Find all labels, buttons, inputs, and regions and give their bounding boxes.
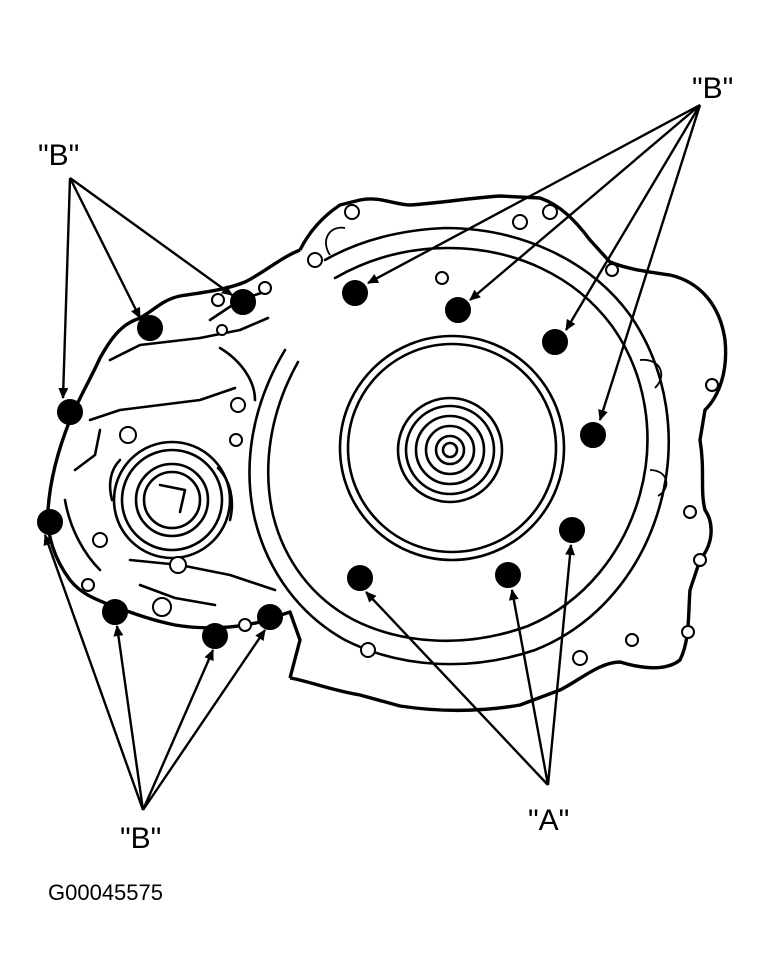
bolt-b [57, 399, 83, 425]
bolt-b [580, 422, 606, 448]
pointer-lines-bottom-right-a [365, 544, 576, 786]
label-b-top-left: "B" [38, 139, 79, 172]
bolt-b [342, 280, 368, 306]
bolt-b [37, 509, 63, 535]
bolt-a [495, 562, 521, 588]
bolt-b [257, 604, 283, 630]
bolt-b [137, 315, 163, 341]
bolt-b [230, 289, 256, 315]
housing-holes [81, 204, 719, 666]
bolt-b [542, 329, 568, 355]
pointer-lines-top-right-b [367, 103, 702, 421]
bolt-b [102, 599, 128, 625]
bolt-a [559, 517, 585, 543]
converter-area [338, 334, 566, 562]
left-case [46, 248, 302, 679]
bell-housing [248, 194, 728, 713]
figure-code: G00045575 [48, 880, 163, 905]
bolt-b [202, 623, 228, 649]
pointer-lines-top-left-b [58, 177, 233, 399]
label-b-top-right: "B" [692, 72, 733, 105]
bolt-a [347, 565, 373, 591]
pointer-lines-bottom-left-b [43, 534, 266, 811]
bolt-b [445, 297, 471, 323]
label-b-bottom-left: "B" [120, 822, 161, 855]
bolt-set [37, 280, 606, 649]
label-a-bottom-right: "A" [528, 804, 569, 837]
